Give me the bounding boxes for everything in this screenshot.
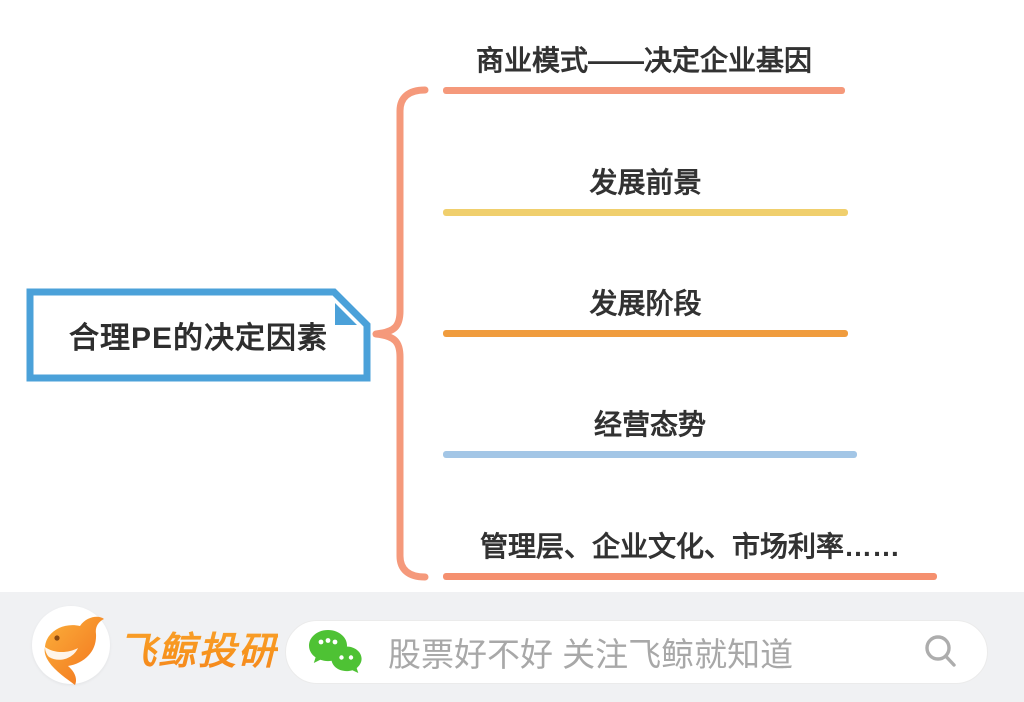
search-icon <box>925 635 956 667</box>
footer-bar: 飞鲸投研 股票好不好 关注飞鲸就知道 <box>0 592 1024 702</box>
wechat-search-bar[interactable]: 股票好不好 关注飞鲸就知道 <box>285 620 988 684</box>
root-node-border <box>26 288 371 382</box>
branch-management-culture-rates: 管理层、企业文化、市场利率…… <box>443 528 937 580</box>
folded-corner-icon <box>335 303 357 325</box>
branch-label: 商业模式——决定企业基因 <box>475 45 812 76</box>
branch-label: 管理层、企业文化、市场利率…… <box>479 531 900 562</box>
branch-underline <box>443 573 937 580</box>
root-node-label: 合理PE的决定因素 <box>68 322 329 355</box>
branch-underline <box>443 87 845 94</box>
whale-icon <box>44 616 104 685</box>
search-placeholder-text: 股票好不好 关注飞鲸就知道 <box>388 636 794 673</box>
brand-logo <box>32 606 110 685</box>
branch-underline <box>443 451 857 458</box>
branch-development-prospects: 发展前景 <box>443 164 848 216</box>
branch-business-model: 商业模式——决定企业基因 <box>443 42 845 94</box>
branch-operating-trend: 经营态势 <box>443 406 857 458</box>
brace-connector <box>372 86 429 581</box>
branch-underline <box>443 330 848 337</box>
branch-underline <box>443 209 848 216</box>
branch-label: 经营态势 <box>593 409 706 440</box>
brace-path <box>372 86 429 581</box>
branch-development-stage: 发展阶段 <box>443 285 848 337</box>
root-node-frame <box>26 288 371 382</box>
branch-label: 发展阶段 <box>589 288 702 319</box>
branch-label: 发展前景 <box>589 167 702 198</box>
root-node: 合理PE的决定因素 <box>26 288 371 382</box>
brand-name: 飞鲸投研 <box>118 592 278 702</box>
wechat-icon <box>309 630 362 673</box>
